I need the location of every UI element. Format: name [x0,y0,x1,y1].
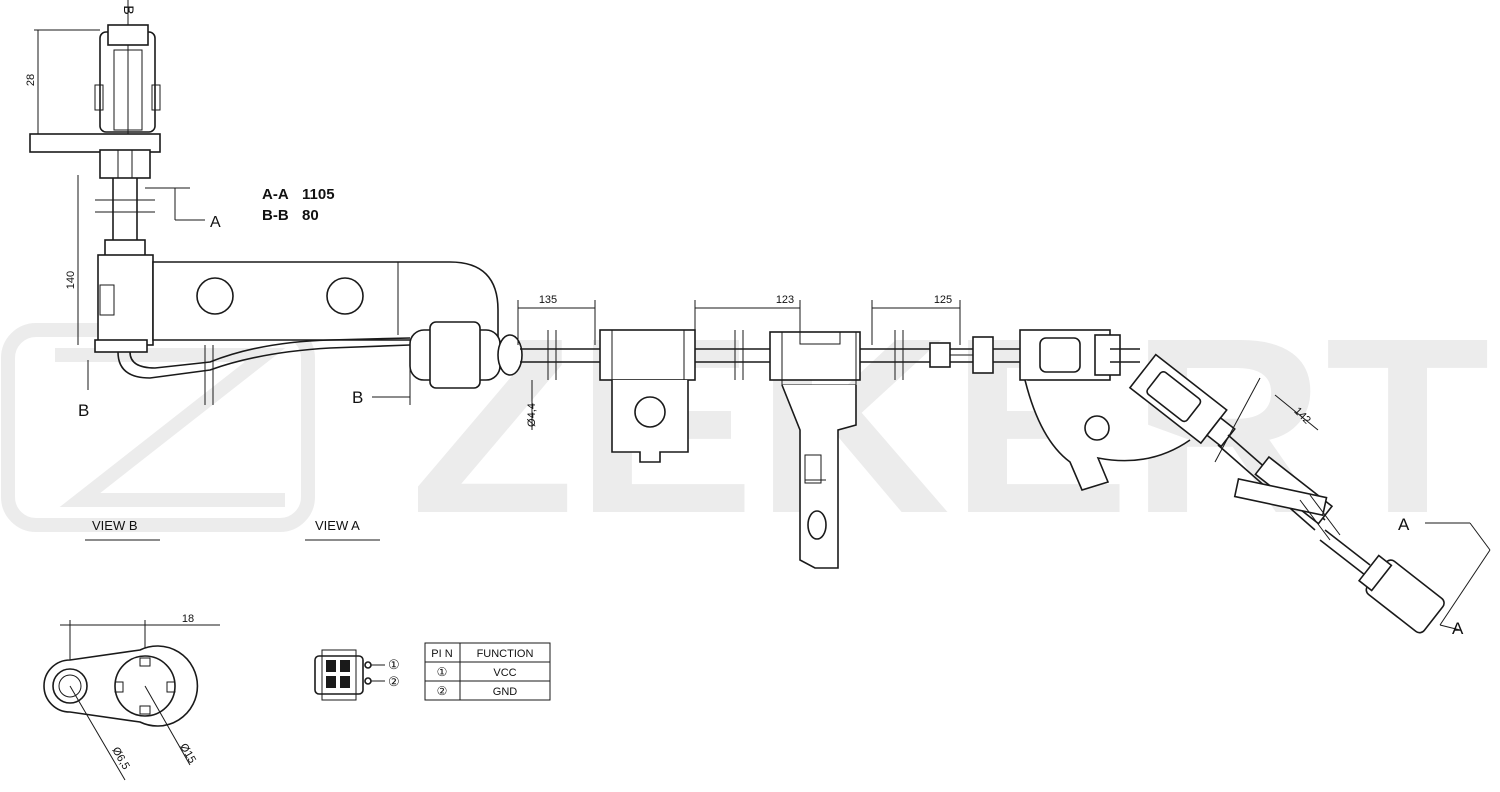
pin-function-table: PI N FUNCTION ① VCC ② GND [424,642,551,701]
dimension-segment-135: 135 [517,294,596,345]
dimension-segment-125: 125 [871,294,961,345]
table-row-2-pin: ② [437,684,448,698]
dim-123-label: 123 [776,294,794,306]
section-a-marker-lower: A A [1398,515,1491,638]
zekert-watermark: ZEKERT [1,286,1490,565]
sensor-head [1357,554,1445,634]
dim-125-label: 125 [934,294,952,306]
pin-callout-1: ① [388,657,400,672]
inline-coupling [929,336,994,374]
watermark-text: ZEKERT [410,286,1490,565]
view-b-detail: 18 Ø6,5 Ø15 [43,613,220,781]
dim-28-label: 28 [25,74,37,86]
watermark-logo-mark [1,323,315,532]
cable-clip-1 [599,329,696,463]
section-a-marker-upper: A [145,187,221,231]
section-a-label-top: A [1398,515,1410,534]
dim-hole-large-label: Ø15 [177,741,198,765]
mounting-bracket [94,254,499,353]
view-b-label: VIEW B [92,518,138,533]
section-b-label-lower-right: B [352,388,363,407]
note-aa-label: A-A [262,186,289,203]
section-a-label-bottom: A [1452,619,1464,638]
section-a-label-upper: A [210,214,221,231]
pin-callout-2: ② [388,674,400,689]
table-header-pin: PI N [431,648,452,660]
section-b-marker-lower: B B [78,360,411,420]
table-row-2-function: GND [493,686,518,698]
table-row-1-pin: ① [437,665,448,679]
note-aa-value: 1105 [302,186,335,203]
dimension-connector-height: 28 [25,29,100,134]
angled-cable-segment [1110,348,1371,576]
section-marker-b-top: B [121,5,137,14]
dim-140-label: 140 [65,271,77,289]
dimension-upper-length: 140 [65,175,79,345]
view-a-label: VIEW A [315,518,360,533]
connector-pinout-view: ① ② [314,649,400,701]
cable-clip-2 [769,331,861,569]
dim-135-label: 135 [539,294,557,306]
note-bb-label: B-B [262,207,289,224]
sensor-holder-bracket [1019,329,1191,491]
table-header-function: FUNCTION [477,648,534,660]
note-bb-value: 80 [302,207,319,224]
dim-18-label: 18 [182,613,194,625]
section-notes: A-A 1105 B-B 80 [262,186,335,224]
table-row-1-function: VCC [493,667,516,679]
connector-plug [29,24,161,257]
section-b-label-lower-left: B [78,401,89,420]
view-labels: VIEW B VIEW A [85,518,380,541]
